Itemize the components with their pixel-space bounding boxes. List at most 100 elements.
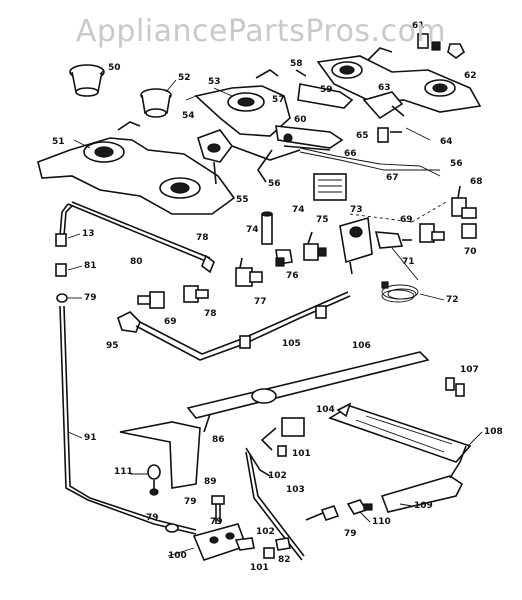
callout-102a: 102 xyxy=(268,471,287,481)
gas-tube-59[interactable] xyxy=(295,69,354,109)
callout-61: 61 xyxy=(412,21,425,31)
callout-63: 63 xyxy=(378,83,391,93)
callout-55: 55 xyxy=(236,195,249,205)
callout-57: 57 xyxy=(272,95,285,105)
burner-assembly-57[interactable] xyxy=(185,69,291,137)
callout-65: 65 xyxy=(356,131,369,141)
fitting-82[interactable] xyxy=(275,537,291,551)
valve-68[interactable] xyxy=(451,185,477,219)
fitting-81[interactable] xyxy=(55,263,67,277)
callout-58: 58 xyxy=(290,59,303,69)
clip-65[interactable] xyxy=(377,127,402,143)
nut-62[interactable] xyxy=(447,43,466,59)
callout-79e: 79 xyxy=(210,517,223,527)
callout-102b: 102 xyxy=(256,527,275,537)
oven-burner-106[interactable] xyxy=(186,351,430,433)
callout-69a: 69 xyxy=(400,215,413,225)
callout-72: 72 xyxy=(446,295,459,305)
callout-79c: 79 xyxy=(146,513,159,523)
tube-66[interactable] xyxy=(283,145,331,151)
manifold-95[interactable] xyxy=(117,291,351,361)
callout-111: 111 xyxy=(114,467,133,477)
callout-78b: 78 xyxy=(204,309,217,319)
tube-67b[interactable] xyxy=(299,151,440,171)
valve-69[interactable] xyxy=(419,223,445,243)
callout-91: 91 xyxy=(84,433,97,443)
callout-52: 52 xyxy=(178,73,191,83)
fitting-101[interactable] xyxy=(277,445,287,457)
callout-110: 110 xyxy=(372,517,391,527)
burner-cap-50[interactable] xyxy=(69,64,105,97)
valve-70[interactable] xyxy=(461,223,477,239)
tube-67[interactable] xyxy=(299,147,441,177)
tube-56[interactable] xyxy=(257,149,273,183)
callout-77: 77 xyxy=(254,297,267,307)
broiler-tube-109[interactable] xyxy=(380,445,467,513)
callout-66: 66 xyxy=(344,149,357,159)
spark-ignitor-74b[interactable] xyxy=(261,211,273,245)
spark-module-73[interactable] xyxy=(339,216,373,275)
burner-cap-52[interactable] xyxy=(140,88,172,118)
callout-79d: 79 xyxy=(344,529,357,539)
callout-81: 81 xyxy=(84,261,97,271)
callout-74a: 74 xyxy=(292,205,305,215)
electrode-111[interactable] xyxy=(147,464,161,496)
callout-79a: 79 xyxy=(84,293,97,303)
wire-harness-72[interactable] xyxy=(381,281,419,303)
regulator-71[interactable] xyxy=(374,231,419,281)
fitting-61[interactable] xyxy=(417,33,441,51)
callout-108: 108 xyxy=(484,427,503,437)
callout-82: 82 xyxy=(278,555,291,565)
switch-block-74[interactable] xyxy=(313,173,347,201)
leader-lines xyxy=(67,69,483,557)
burner-spreader-right[interactable] xyxy=(316,47,482,113)
callout-80: 80 xyxy=(130,257,143,267)
valve-77[interactable] xyxy=(235,257,263,287)
callout-101: 101 xyxy=(292,449,311,459)
fitting-89[interactable] xyxy=(263,547,275,559)
bracket-63[interactable] xyxy=(362,91,405,120)
callout-74b: 74 xyxy=(246,225,259,235)
regulator-100[interactable] xyxy=(192,523,255,561)
fitting-13[interactable] xyxy=(55,233,67,247)
callout-56a: 56 xyxy=(268,179,281,189)
bracket-64[interactable] xyxy=(405,127,431,141)
callout-89: 89 xyxy=(204,477,217,487)
callout-59: 59 xyxy=(320,85,333,95)
clip-107[interactable] xyxy=(445,377,465,397)
callout-70: 70 xyxy=(464,247,477,257)
callout-104: 104 xyxy=(316,405,335,415)
callout-67: 67 xyxy=(386,173,399,183)
callout-54: 54 xyxy=(182,111,195,121)
nut-79-bottom[interactable] xyxy=(165,523,179,533)
burner-assembly-51[interactable] xyxy=(37,121,236,215)
callout-69b: 69 xyxy=(164,317,177,327)
valve-75[interactable] xyxy=(303,231,327,261)
thermostat-104[interactable] xyxy=(260,417,305,451)
callout-73: 73 xyxy=(350,205,363,215)
valve-78-center[interactable] xyxy=(183,285,209,303)
orifice-110[interactable] xyxy=(346,499,373,515)
elbow-78[interactable] xyxy=(201,254,215,274)
callout-109: 109 xyxy=(414,501,433,511)
callout-100: 100 xyxy=(168,551,187,561)
manifold-tube-60[interactable] xyxy=(275,125,344,149)
callout-105: 105 xyxy=(282,339,301,349)
ignitor-54[interactable] xyxy=(197,129,301,185)
broiler-burner-108[interactable] xyxy=(328,402,472,463)
callout-64: 64 xyxy=(440,137,453,147)
tube-90[interactable] xyxy=(211,495,225,524)
gas-pipe-80[interactable] xyxy=(59,201,211,263)
callout-76: 76 xyxy=(286,271,299,281)
valve-69-center[interactable] xyxy=(137,291,165,309)
nut-79-top[interactable] xyxy=(56,293,68,303)
callout-60: 60 xyxy=(294,115,307,125)
callout-13: 13 xyxy=(82,229,95,239)
nut-79-right[interactable] xyxy=(320,505,340,521)
heat-shield-86[interactable] xyxy=(119,421,201,489)
callout-95: 95 xyxy=(106,341,119,351)
fitting-76[interactable] xyxy=(275,249,293,267)
callout-53: 53 xyxy=(208,77,221,87)
callout-62: 62 xyxy=(464,71,477,81)
